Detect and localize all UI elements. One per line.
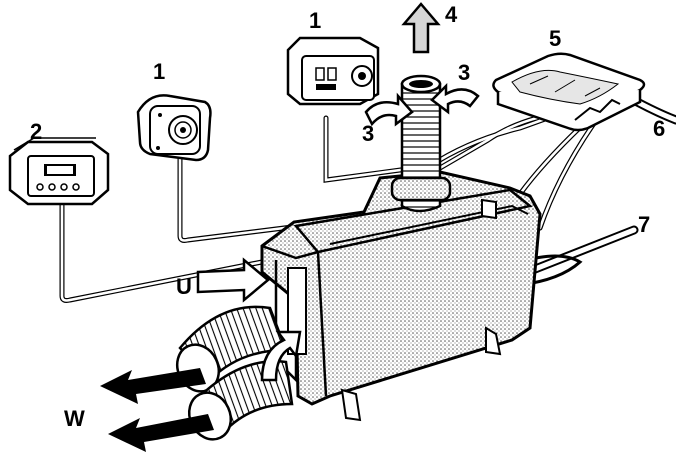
callout-6: 6: [653, 116, 665, 141]
callout-3-right: 3: [458, 60, 470, 85]
air-heater-unit: [260, 170, 542, 422]
warm-air-arrow-lower: [108, 414, 214, 452]
control-panel-1-rect: [286, 36, 380, 106]
control-panel-2: [8, 137, 110, 206]
callout-1-rect-panel: 1: [309, 8, 321, 33]
callout-labels: 1 1 2 3 3 4 5 6 7 U W: [30, 2, 665, 431]
callout-u: U: [176, 274, 192, 299]
callout-1-round-panel: 1: [153, 59, 165, 84]
control-unit-box: [492, 52, 646, 132]
intake-arrow-right: [430, 82, 480, 115]
warm-air-arrow-upper: [100, 368, 206, 404]
intake-pipe: [390, 74, 452, 213]
fuel-pipe-7: [515, 225, 639, 287]
inlet-arrow-hoses: [260, 330, 302, 382]
callout-3-left: 3: [362, 121, 374, 146]
callout-4: 4: [445, 2, 458, 27]
exhaust-arrow-4: [401, 2, 441, 54]
callout-7: 7: [638, 212, 650, 237]
inlet-arrow-u: [196, 257, 270, 303]
callout-w: W: [64, 406, 85, 431]
callout-5: 5: [549, 26, 561, 51]
control-panel-1-round: [136, 94, 212, 162]
flow-arrows: [100, 2, 480, 452]
intake-arrow-left: [364, 92, 414, 127]
callout-2: 2: [30, 119, 42, 144]
